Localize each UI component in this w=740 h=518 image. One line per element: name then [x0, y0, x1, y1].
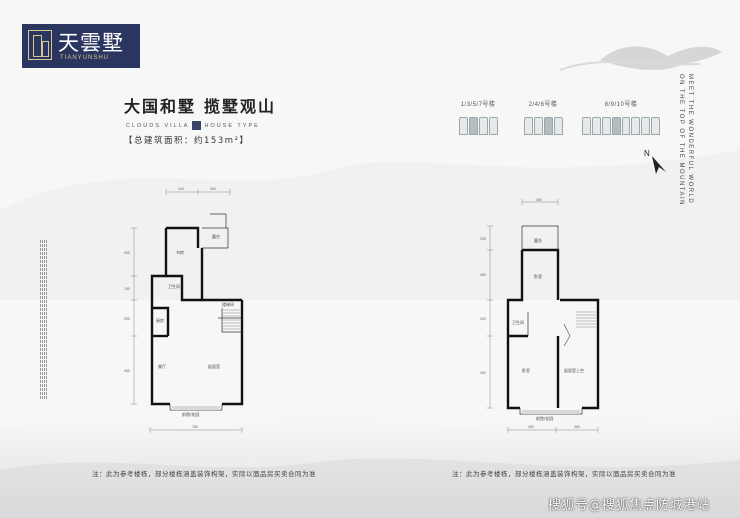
room-bedroom-top: 卧室 — [534, 273, 542, 279]
subtitle-en: CLOUDS VILLA HOUSE TYPE — [126, 121, 260, 130]
dim-side-2: 480 — [480, 273, 486, 277]
building-label: 2/4/6号楼 — [528, 102, 558, 108]
building-label: 8/9/10号楼 — [604, 102, 638, 108]
title-part-2: 揽墅观山 — [204, 97, 277, 116]
subtitle-chip-icon — [192, 121, 202, 130]
dim-bottom-2: 380 — [574, 425, 580, 429]
building-group-1: 1/3/5/7号楼 — [452, 99, 504, 135]
room-terrace: 前院/花园 — [182, 411, 199, 417]
tagline-vertical: MEET THE WONDERFUL WORLD ON THE TOP OF T… — [678, 74, 693, 207]
title-part-1: 大国和墅 — [124, 97, 197, 116]
room-wc: 卫生间 — [168, 283, 180, 289]
subtitle-en-left: CLOUDS VILLA — [126, 122, 190, 129]
north-label: N — [644, 149, 650, 158]
dim-top: 360 — [536, 198, 542, 202]
dim-side-4: 450 — [124, 369, 130, 373]
building-block-icon — [582, 117, 660, 135]
room-stair: 楼梯间 — [222, 301, 234, 307]
brand-name: 天雲墅 — [58, 31, 124, 55]
total-area: 【总建筑面积：约153m²】 — [124, 136, 250, 146]
dim-side-1: 330 — [480, 237, 486, 241]
room-living: 起居室 — [208, 363, 220, 369]
dim-side-2: 150 — [124, 287, 130, 291]
building-block-icon — [452, 117, 504, 135]
building-group-3: 8/9/10号楼 — [582, 99, 660, 135]
watermark: 搜狐号@搜狐焦点防城港站 — [548, 498, 711, 513]
dim-top-2: 300 — [210, 187, 216, 191]
note-left: 注：此为参考楼栋，部分楼栋涵盖装饰构架，实际以面品房买卖合同为准 — [92, 470, 316, 478]
dim-side-3: 300 — [480, 317, 486, 321]
brand-logo: 天雲墅 TIANYUNSHU — [22, 24, 140, 68]
room-balcony: 露台 — [534, 237, 542, 243]
north-arrow-icon — [652, 156, 666, 174]
building-group-2: 2/4/6号楼 — [517, 99, 569, 135]
building-label: 1/3/5/7号楼 — [460, 102, 496, 108]
page-title: 大国和墅揽墅观山 — [124, 93, 276, 117]
dim-side-4: 450 — [480, 371, 486, 375]
room-balcony: 露台 — [212, 233, 220, 239]
note-right: 注：此为参考楼栋，部分楼栋涵盖装饰构架，实际以面品房买卖合同为准 — [452, 470, 676, 478]
room-terrace: 前院/花园 — [536, 415, 553, 421]
subtitle-en-right: HOUSE TYPE — [204, 122, 260, 129]
room-dining: 餐厅 — [158, 363, 166, 369]
legend-strip — [40, 240, 50, 422]
building-block-icon — [517, 117, 569, 135]
floor-plan-upper: 360 330 480 300 450 400 380 露台 卧室 卫生间 卧室… — [480, 198, 600, 433]
dim-bottom: 780 — [192, 425, 198, 429]
room-bedroom: 卧室 — [522, 367, 530, 373]
dim-side-3: 390 — [124, 317, 130, 321]
room-kitchen: 厨房 — [156, 317, 164, 323]
room-bath: 卫生间 — [512, 319, 524, 325]
logo-emblem-icon — [28, 30, 52, 60]
dim-bottom-1: 400 — [528, 425, 534, 429]
floor-plan-lower: 240 300 300 150 390 450 780 书房 露台 — [124, 187, 244, 433]
brand-subtitle: TIANYUNSHU — [60, 55, 110, 61]
room-study: 书房 — [176, 249, 184, 255]
room-void: 起居室上空 — [564, 367, 584, 373]
dim-top-1: 240 — [178, 187, 184, 191]
dim-side-1: 300 — [124, 251, 130, 255]
